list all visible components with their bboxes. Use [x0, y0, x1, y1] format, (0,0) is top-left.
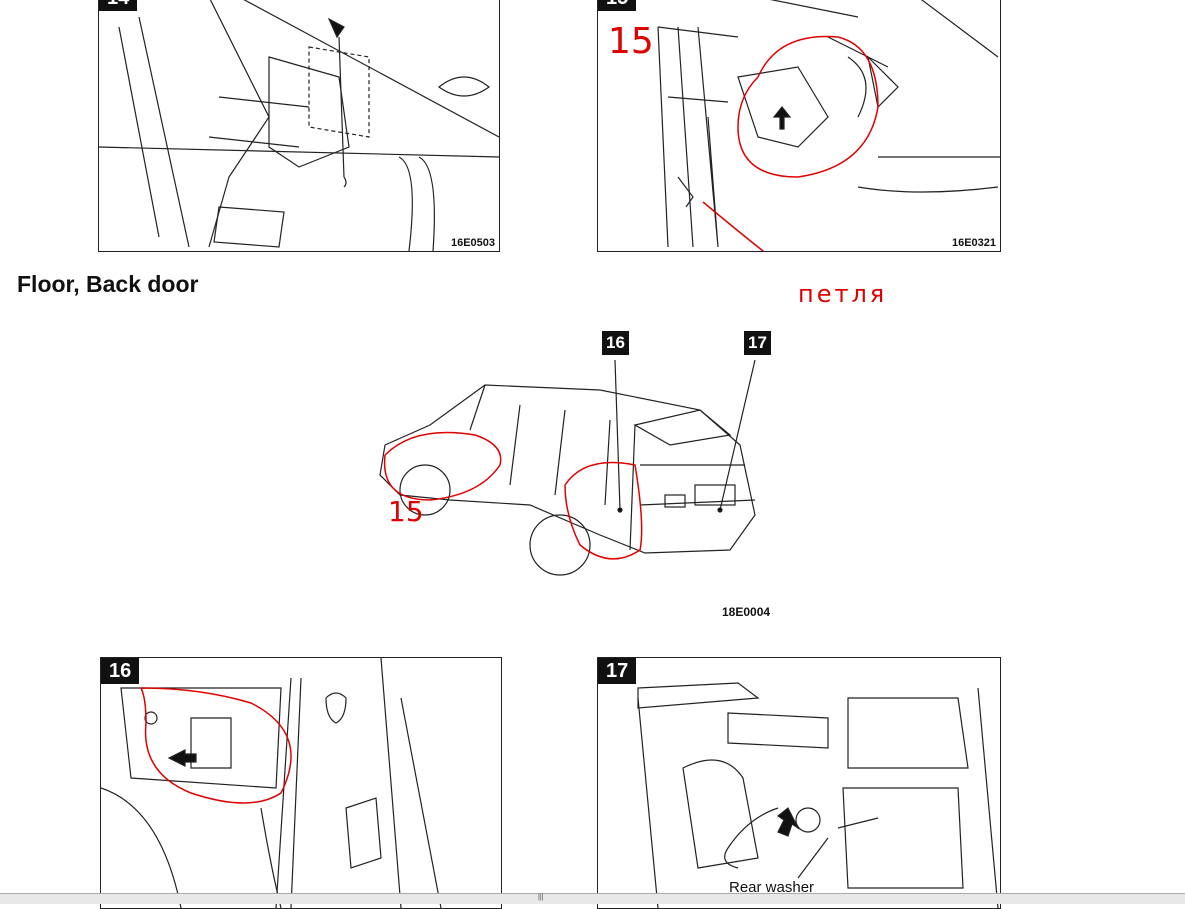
- handwritten-number: 15: [388, 495, 424, 528]
- callout-16: 16: [602, 331, 629, 355]
- red-circle-annotation: [383, 431, 643, 560]
- dashboard-drawing: [99, 0, 499, 251]
- handwritten-note: петля: [798, 280, 888, 308]
- callout-17: 17: [744, 331, 771, 355]
- panel-number-badge: 17: [598, 658, 637, 684]
- red-circle-annotation: [140, 687, 292, 804]
- vehicle-drawing: [379, 359, 756, 576]
- red-circle-annotation: [702, 35, 879, 251]
- figure-panel-14: 14 16E0503: [98, 0, 500, 252]
- panel-number-badge: 16: [101, 658, 140, 684]
- handwritten-number: 15: [608, 21, 654, 62]
- panel-number-badge: 15: [598, 0, 637, 11]
- figure-panel-16: 16: [100, 657, 502, 909]
- panel-number-badge: 14: [99, 0, 138, 11]
- back-door-drawing: [637, 682, 999, 908]
- figure-panel-17: 17 Rear washer: [597, 657, 1001, 909]
- section-title: Floor, Back door: [17, 271, 199, 297]
- vehicle-overview-figure: 16 17 15 18E0004: [370, 325, 790, 625]
- figure-code: 18E0004: [722, 605, 771, 619]
- figure-panel-15: 15 15 16E0321: [597, 0, 1001, 252]
- scrollbar-grip-icon[interactable]: |||: [538, 894, 544, 901]
- horizontal-scrollbar[interactable]: |||: [0, 893, 1185, 904]
- rear-washer-label: Rear washer: [729, 879, 815, 896]
- rear-panel-drawing: [101, 658, 442, 908]
- figure-code: 16E0503: [450, 237, 495, 249]
- door-pillar-drawing: [657, 0, 1000, 248]
- figure-code: 16E0321: [951, 237, 996, 249]
